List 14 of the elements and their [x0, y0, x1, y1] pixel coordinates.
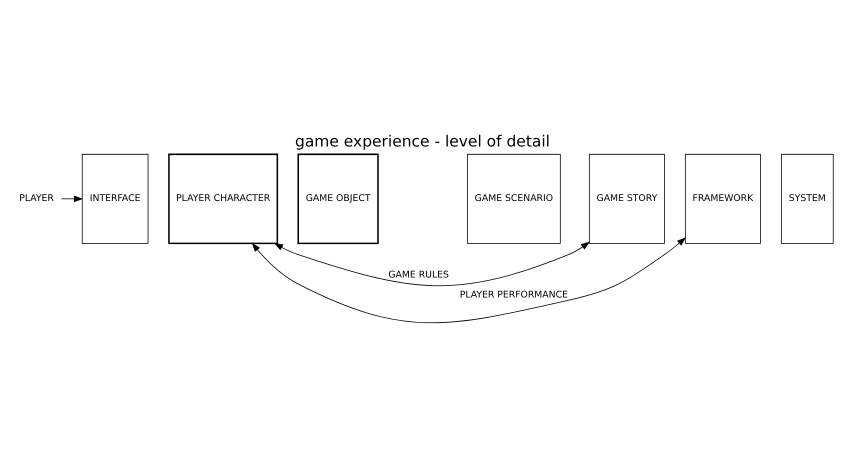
- edge-label: GAME RULES: [388, 270, 449, 281]
- node-box: INTERFACE: [82, 154, 148, 244]
- edge-label: PLAYER PERFORMANCE: [460, 290, 568, 301]
- node-box: PLAYER CHARACTER: [168, 154, 278, 244]
- diagram-title: game experience - level of detail: [295, 132, 550, 151]
- node-box: GAME OBJECT: [297, 154, 379, 244]
- node-box: GAME SCENARIO: [467, 154, 561, 244]
- node-box: SYSTEM: [780, 154, 834, 244]
- node-text: PLAYER: [19, 193, 54, 204]
- arrow: [252, 237, 686, 324]
- arrow: [61, 196, 84, 202]
- arrow: [274, 241, 590, 286]
- node-box: GAME STORY: [588, 154, 665, 244]
- node-box: FRAMEWORK: [684, 154, 761, 244]
